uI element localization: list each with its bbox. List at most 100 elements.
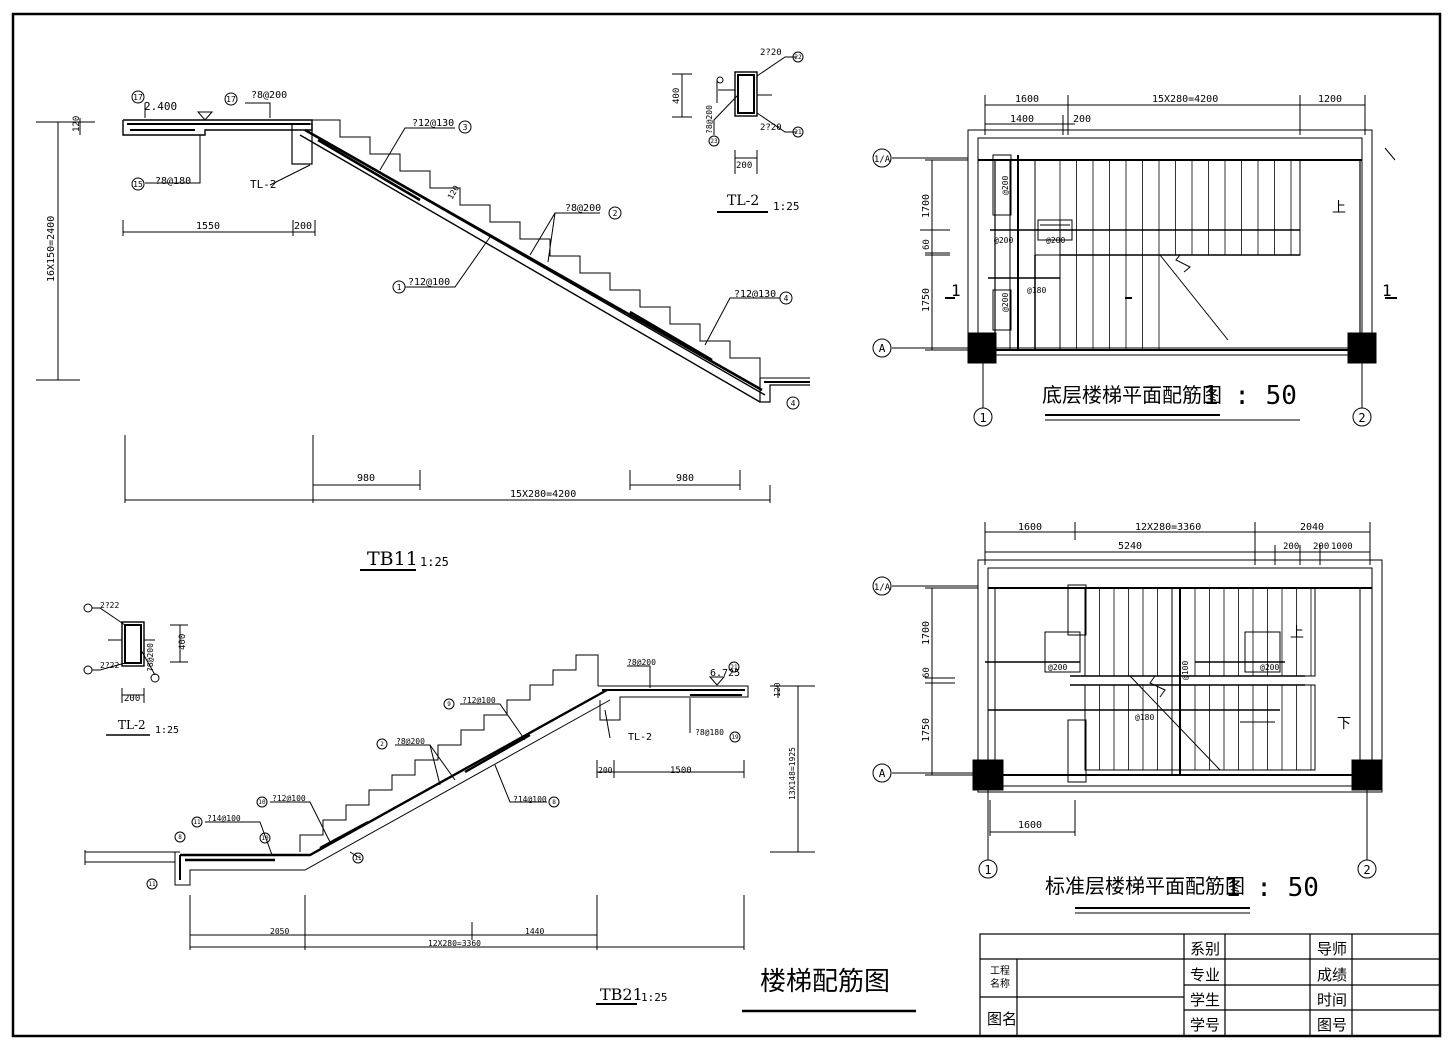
plan2-dim-3360: 12X280=3360	[1135, 522, 1201, 533]
tb21-rebar11: ?14@100	[207, 814, 241, 823]
tb11-dim-980a: 980	[357, 473, 375, 484]
plan1	[872, 95, 1397, 427]
tb21-callout-10: 10	[258, 799, 266, 806]
plan1-bar5: @200	[1001, 293, 1010, 312]
tl2-top-labels: 2?20 2?20 ?8@200 400 200 TL-2 1:25 22 21…	[672, 48, 804, 213]
tl2-top-title: TL-2	[727, 193, 759, 209]
plan1-dim-1700: 1700	[921, 194, 932, 218]
tb-student-no-label: 学号	[1190, 1016, 1221, 1034]
plan2-up: 上	[1290, 625, 1304, 641]
tb21-dim-1500: 1500	[670, 766, 692, 776]
tl2-bot-height: 400	[178, 634, 188, 650]
tl2-top-detail	[672, 56, 797, 174]
tb11-height-dim: 16X150=2400	[46, 216, 57, 282]
tb21-dim-1440: 1440	[525, 927, 544, 936]
plan2-dim-2040: 2040	[1300, 522, 1324, 533]
callout-4b: 4	[791, 399, 796, 408]
plan2-dim-60: 60	[922, 667, 932, 678]
tb21-callout-21: 21	[730, 664, 738, 671]
tb21-dim-total: 12X280=3360	[428, 939, 481, 948]
tb21-scale: 1:25	[641, 991, 668, 1004]
plan2-dim-200b: 200	[1313, 542, 1329, 552]
plan1-treads	[1059, 160, 1292, 350]
plan1-dim-60: 60	[922, 239, 932, 250]
tb11-callouts	[131, 90, 800, 410]
sheet-border	[11, 12, 1442, 1038]
tb11-elev: 2.400	[144, 100, 177, 113]
callout-17a: 17	[133, 93, 143, 102]
plan1-bar3: @200	[1001, 176, 1010, 195]
tb11-rebar3: ?12@130	[412, 118, 454, 129]
tl2-top-botbar: 2?20	[760, 123, 782, 133]
plan1-dim-1600: 1600	[1015, 94, 1039, 105]
tb21-height-dim: 13X148=1925	[788, 747, 797, 800]
tb-sheet-no-label: 图号	[1317, 1016, 1348, 1034]
tb21-thk: 120	[773, 682, 782, 697]
tl2-callout-21: 21	[794, 129, 802, 136]
plan1-section-right: 1	[1382, 281, 1392, 300]
tl2-bot-width: 200	[124, 694, 140, 704]
callout-2: 2	[613, 209, 618, 218]
tb-dept-label: 系别	[1190, 940, 1221, 958]
plan1-axis-a: A	[879, 342, 886, 355]
callout-4a: 4	[784, 294, 789, 303]
plan1-bar4: @180	[1027, 286, 1046, 295]
plan2-axis-2: 2	[1363, 863, 1370, 877]
tl2-top-scale: 1:25	[773, 200, 800, 213]
tb21-callout-9: 9	[447, 701, 451, 708]
plan2-dim-1600b: 1600	[1018, 820, 1042, 831]
tb21-callout-2: 2	[380, 741, 384, 748]
tl2-callout-22: 22	[794, 54, 802, 61]
tb21-rebar9: ?12@100	[462, 696, 496, 705]
tb21-rebar10: ?12@100	[272, 794, 306, 803]
callout-15: 15	[133, 180, 143, 189]
tl2-bottom-labels: 2?22 2?22 ?8@200 400 200 TL-2 1:25	[83, 601, 188, 736]
tb21-dim-200: 200	[598, 766, 613, 775]
tb11-callout-numbers: 17 17 15 3 2 1 4 4	[133, 93, 795, 408]
plan2-dim-200a: 200	[1283, 542, 1299, 552]
plan1-up: 上	[1332, 200, 1346, 216]
tl2-top-topbar: 2?20	[760, 48, 782, 58]
tl2-callout-23: 23	[710, 138, 718, 145]
plan1-bar1: @200	[994, 236, 1013, 245]
tb11-section	[36, 102, 810, 503]
tb21-labels: 6.725 ?8@200 ?8@180 TL-2 200 1500 ?12@10…	[146, 658, 797, 1005]
plan1-axis-1: 1	[979, 411, 986, 425]
tb11-rebar2: ?8@200	[565, 203, 601, 214]
tb21-callout-11c: 11	[148, 881, 156, 888]
plan2-bar2: @200	[1260, 663, 1279, 672]
tb11-thk: 120	[72, 116, 82, 132]
plan2-dim-1700: 1700	[921, 621, 932, 645]
plan2-bar3: @180	[1135, 713, 1154, 722]
plan2-down: 下	[1337, 716, 1351, 732]
tb11-slab-bot-rebar: ?8@180	[155, 176, 191, 187]
tb-grade-label: 成绩	[1317, 966, 1348, 984]
plan1-dim-1750: 1750	[921, 288, 932, 312]
tb21-dim-2050: 2050	[270, 927, 289, 936]
plan2-labels: 1600 12X280=3360 2040 5240 200 200 1000 …	[874, 522, 1371, 914]
plan1-scale: 1 : 50	[1203, 381, 1297, 411]
tb-time-label: 时间	[1317, 991, 1348, 1009]
tb11-flight-thk: 120	[446, 184, 461, 201]
tb21-callout-10b: 10	[261, 835, 269, 842]
tb-project-label: 工程 名称	[990, 966, 1010, 990]
tl2-bot-botbar: 2?22	[100, 661, 119, 670]
tb11-dim-landing: 1550	[196, 221, 220, 232]
tb21-rebar8: ?14@100	[513, 795, 547, 804]
plan1-labels: 1600 15X280=4200 1200 1400 200 1700 60 1…	[874, 94, 1392, 425]
plan2-axis-1a: 1/A	[874, 583, 891, 593]
plan2-dim-1000: 1000	[1331, 542, 1353, 552]
plan1-bar2: @200	[1046, 236, 1065, 245]
plan1-axis-1a: 1/A	[874, 155, 891, 165]
tb21-rebar-top-right: ?8@180	[695, 728, 724, 737]
tb21-callout-8b: 8	[178, 834, 182, 841]
tl2-bot-topbar: 2?22	[100, 601, 119, 610]
plan2	[872, 522, 1383, 879]
tb-student-label: 学生	[1190, 991, 1221, 1009]
tb-drawing-name-label: 图名	[987, 1010, 1018, 1028]
tb11-dim-200: 200	[294, 221, 312, 232]
tb11-rebar1: ?12@100	[408, 277, 450, 288]
tb11-dim-total: 15X280=4200	[510, 489, 576, 500]
tb11-beam-label: TL-2	[250, 178, 277, 191]
callout-17b: 17	[226, 95, 236, 104]
